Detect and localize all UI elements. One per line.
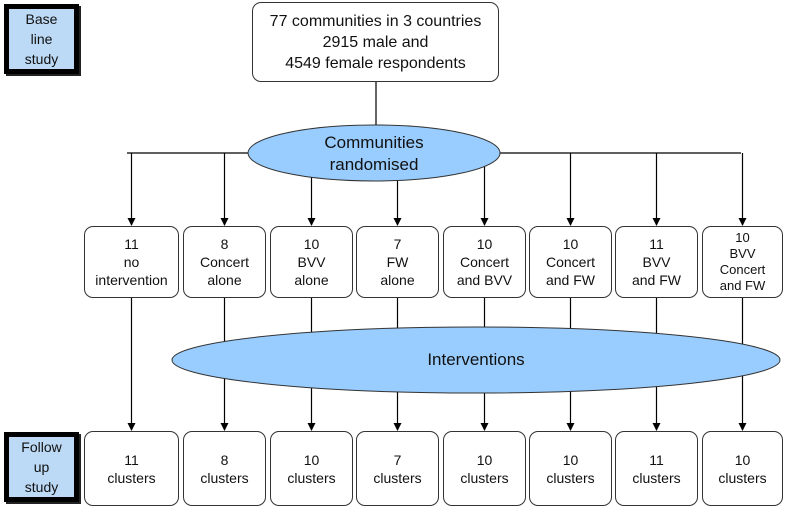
cluster-box: 10 clusters	[270, 431, 353, 506]
followup-study-label: Follow up study	[4, 432, 79, 502]
arm-box: 11 BVV and FW	[615, 226, 698, 298]
arm-box: 7 FW alone	[356, 226, 439, 298]
cluster-box: 8 clusters	[183, 431, 266, 506]
arm-box: 10 BVV Concert and FW	[702, 226, 783, 298]
cluster-box: 10 clusters	[443, 431, 526, 506]
arm-box: 11 no intervention	[84, 226, 179, 298]
cluster-box: 11 clusters	[84, 431, 179, 506]
randomised-label: Communities randomised	[324, 133, 424, 174]
total-communities-box: 77 communities in 3 countries 2915 male …	[252, 2, 499, 82]
arm-box: 10 Concert and BVV	[443, 226, 526, 298]
arm-box: 10 BVV alone	[270, 226, 353, 298]
cluster-box: 7 clusters	[356, 431, 439, 506]
cluster-box: 10 clusters	[702, 431, 783, 506]
interventions-label: Interventions	[427, 350, 525, 369]
arm-box: 8 Concert alone	[183, 226, 266, 298]
randomised-ellipse	[247, 124, 501, 182]
arm-box: 10 Concert and FW	[529, 226, 612, 298]
cluster-box: 10 clusters	[529, 431, 612, 506]
cluster-box: 11 clusters	[615, 431, 698, 506]
interventions-ellipse	[171, 326, 781, 394]
baseline-study-label: Base line study	[4, 4, 79, 74]
